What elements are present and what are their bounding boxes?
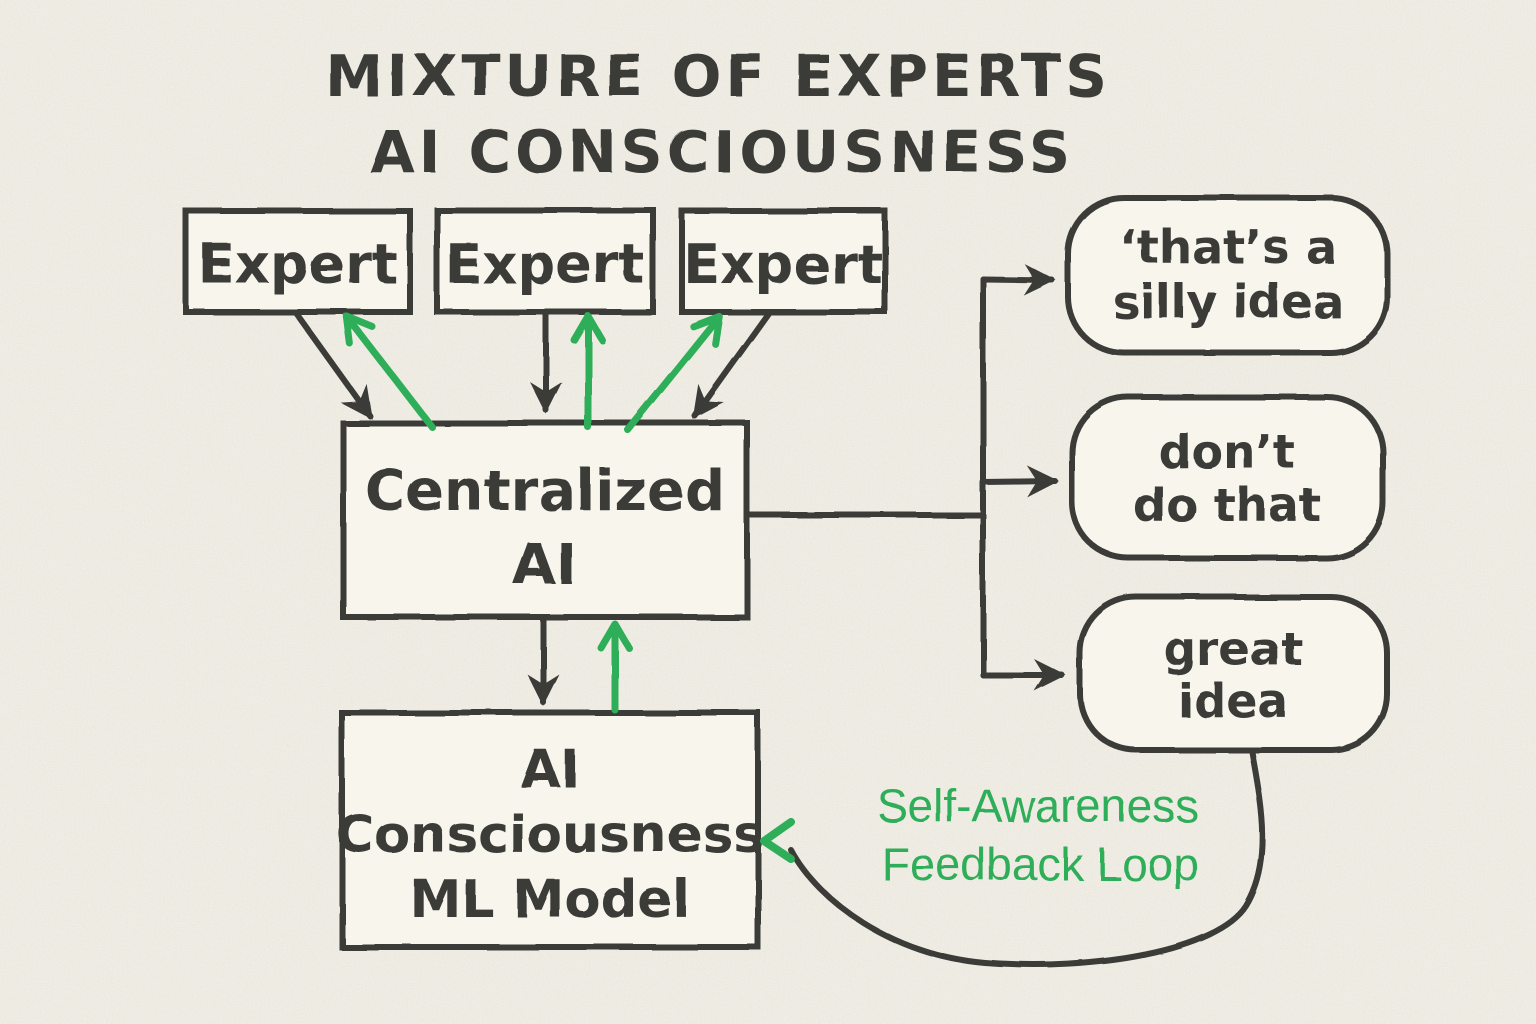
ml-model-label-line-1: AI — [520, 740, 580, 800]
arrow-central-to-expert3-green — [624, 312, 723, 434]
feedback-loop-label-line-1: Self-Awareness — [877, 780, 1198, 832]
centralized-ai-box — [340, 420, 750, 620]
arrow-expert1-to-central — [293, 310, 373, 420]
ml-model-box — [339, 710, 761, 950]
arrow-central-to-expert1-green — [343, 312, 436, 431]
dont-do-that-label-line-2: do that — [1133, 478, 1321, 532]
centralized-ai-label-line-2: AI — [513, 533, 577, 598]
diagram-title-line-1: MIXTURE OF EXPERTS — [325, 42, 1111, 110]
output-bubble-dont-do-that — [1069, 394, 1386, 561]
arrow-expert3-to-central — [692, 311, 771, 420]
output-bubble-great-idea — [1077, 594, 1390, 753]
output-bubble-silly-idea — [1065, 195, 1390, 356]
feedback-loop-label-line-2: Feedback Loop — [881, 838, 1198, 890]
expert-1-label: Expert — [198, 233, 397, 296]
arrow-branch-to-silly-idea — [980, 263, 1056, 296]
expert-3-box — [679, 208, 888, 315]
great-idea-label-line-2: idea — [1178, 674, 1289, 728]
silly-idea-label-line-1: ‘that’s a — [1119, 220, 1336, 274]
expert-3-label: Expert — [683, 233, 882, 296]
ml-model-label-line-3: ML Model — [410, 870, 691, 930]
centralized-ai-label-line-1: Centralized — [365, 459, 725, 524]
arrow-branch-to-dont-do-that — [980, 465, 1059, 498]
feedback-loop-arrowhead-icon — [760, 818, 795, 863]
silly-idea-label-line-2: silly idea — [1112, 275, 1344, 329]
dont-do-that-label-line-1: don’t — [1159, 425, 1296, 479]
expert-2-box — [434, 207, 656, 315]
ml-model-label-line-2: Consciousness — [336, 805, 764, 865]
feedback-loop-curve — [788, 749, 1266, 968]
great-idea-label-line-1: great — [1163, 622, 1303, 676]
expert-2-label: Expert — [445, 233, 644, 296]
diagram-title-line-2: AI CONSCIOUSNESS — [370, 118, 1074, 186]
